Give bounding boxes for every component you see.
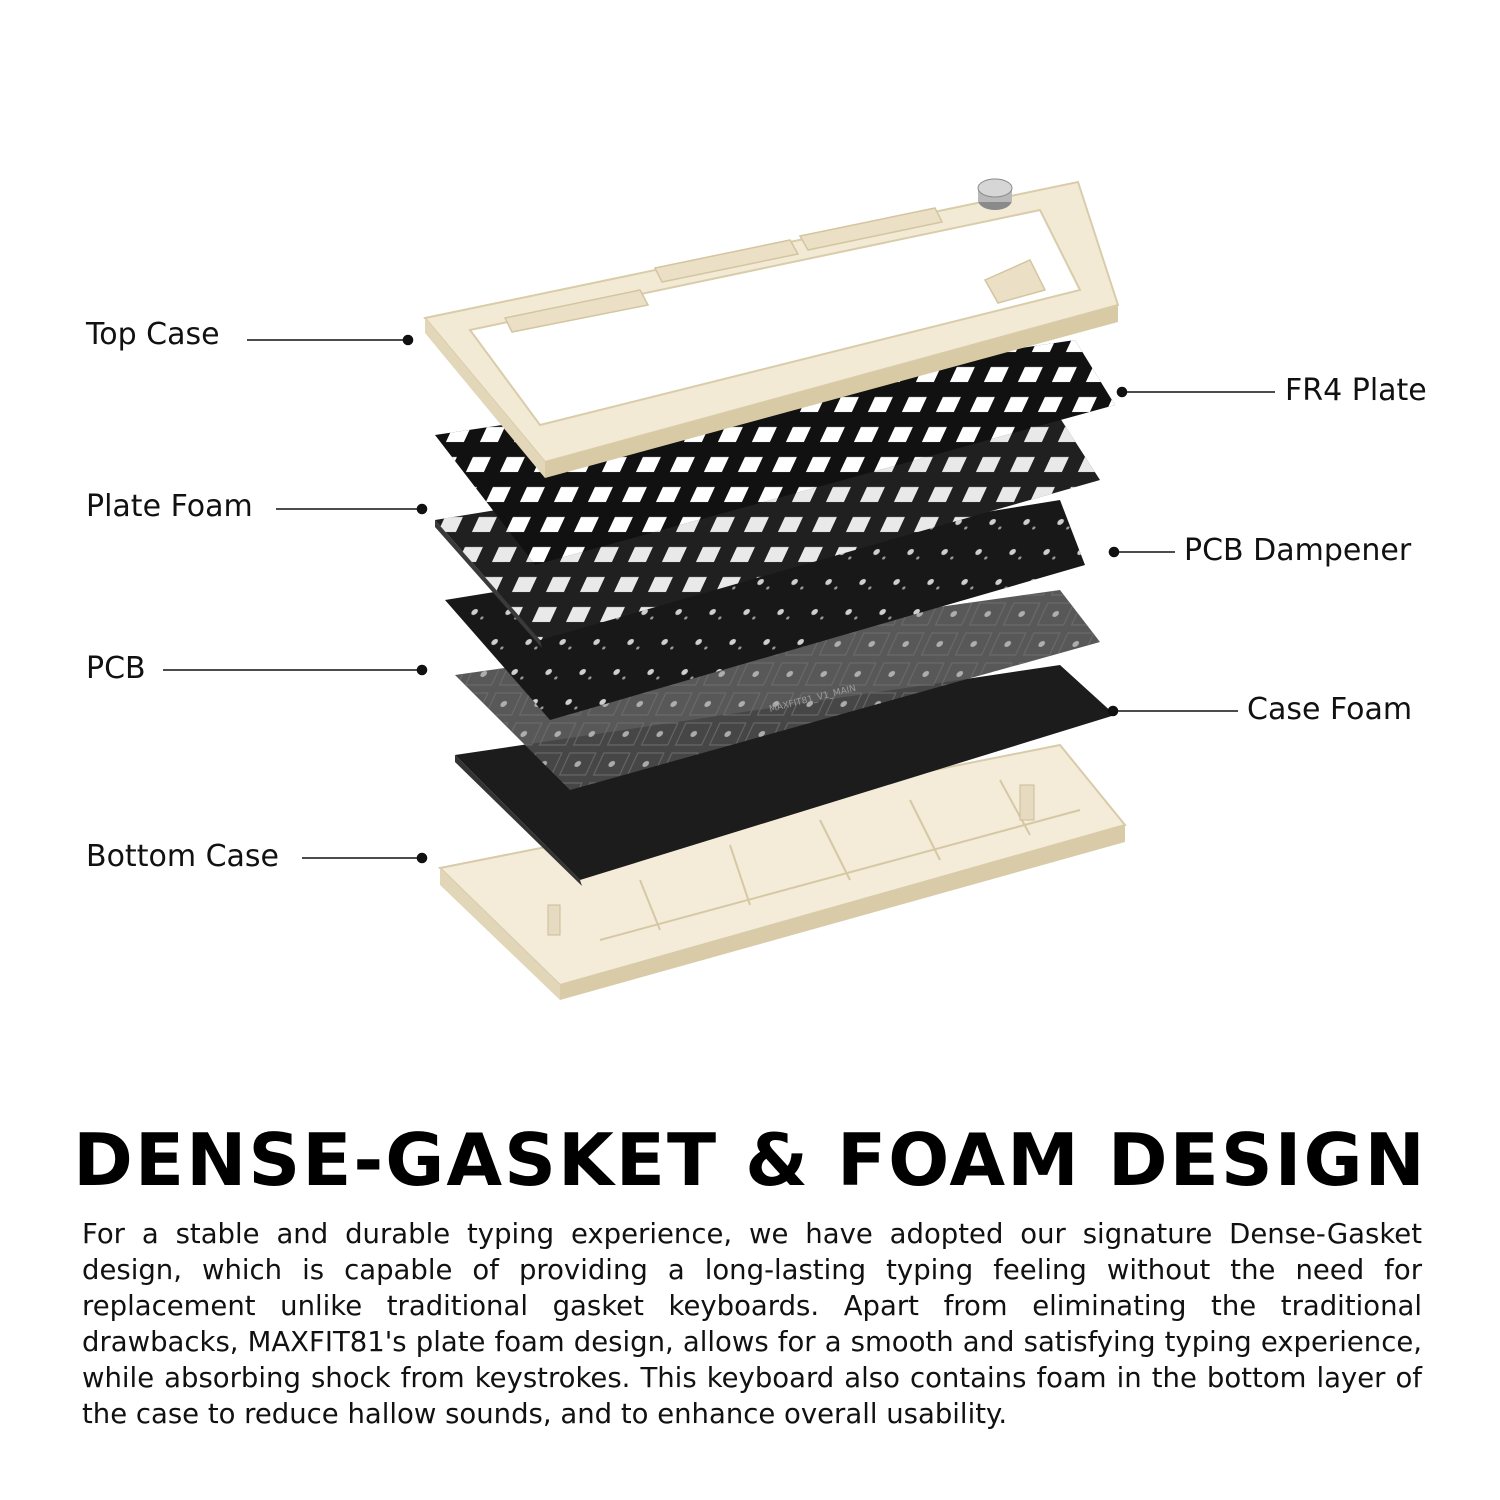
callout-pcb-dampener: PCB Dampener: [1184, 533, 1412, 568]
callout-case-foam: Case Foam: [1247, 692, 1413, 727]
description-paragraph: For a stable and durable typing experien…: [82, 1218, 1422, 1430]
pcb-dampener-part: [445, 500, 1085, 720]
fr4-plate-part: [435, 340, 1115, 565]
case-foam-part: [455, 665, 1115, 886]
callout-pcb: PCB: [86, 651, 146, 686]
callout-leaders: [163, 334, 1275, 864]
plate-foam-part: [435, 418, 1100, 648]
pcb-part: MAXFIT81_V1_MAIN: [455, 590, 1100, 790]
callout-top-case: Top Case: [86, 317, 220, 352]
callout-fr4-plate: FR4 Plate: [1285, 373, 1427, 408]
bottom-case-part: [437, 743, 1127, 1000]
callout-bottom-case: Bottom Case: [86, 839, 279, 874]
callout-plate-foam: Plate Foam: [86, 489, 253, 524]
page-title: DENSE-GASKET & FOAM DESIGN: [73, 1118, 1427, 1202]
exploded-keyboard-diagram: MAXFIT81_V1_MAIN: [163, 178, 1275, 1000]
top-case-part: [423, 178, 1120, 478]
